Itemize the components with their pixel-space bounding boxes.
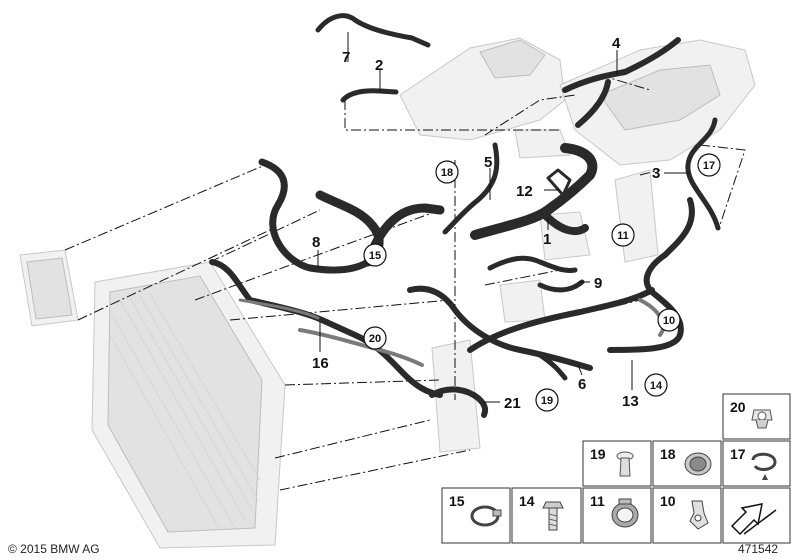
callout-16: 16: [312, 355, 329, 372]
copyright-text: © 2015 BMW AG: [8, 542, 100, 556]
legend-cell-19: [582, 440, 652, 487]
callout-8: 8: [312, 234, 320, 251]
callout-1: 1: [543, 231, 551, 248]
legend-cell-10: [652, 487, 722, 544]
svg-text:11: 11: [590, 493, 605, 509]
svg-text:17: 17: [730, 446, 746, 462]
svg-text:19: 19: [541, 395, 553, 407]
clamp-ring-icon: [611, 498, 639, 528]
assembly-lines: [64, 74, 746, 491]
callout-21: 21: [504, 395, 521, 412]
hex-bolt-icon: [542, 501, 564, 531]
leader-lines: [317, 32, 690, 403]
circled-callout-17: 17: [697, 153, 721, 177]
svg-text:10: 10: [660, 493, 676, 509]
circled-callout-20: 20: [363, 326, 387, 350]
hose-clamp-icon: [684, 452, 712, 476]
svg-text:11: 11: [617, 230, 629, 242]
circled-callout-14: 14: [644, 373, 668, 397]
legend-cell-14: [511, 487, 582, 544]
callout-12: 12: [516, 183, 533, 200]
callout-3: 3: [652, 165, 660, 182]
hoses: [209, 13, 721, 418]
svg-text:17: 17: [703, 160, 715, 172]
callout-7: 7: [342, 49, 350, 66]
callout-5: 5: [484, 154, 492, 171]
circled-callout-10: 10: [657, 308, 681, 332]
callout-13: 13: [622, 393, 639, 410]
svg-text:19: 19: [590, 446, 606, 462]
small-parts-legend: 20 19 18 17 15: [441, 393, 791, 544]
legend-cell-17: [722, 440, 791, 487]
push-rivet-icon: [616, 451, 634, 477]
circled-callout-15: 15: [363, 243, 387, 267]
callout-2: 2: [375, 57, 383, 74]
callout-6: 6: [578, 376, 586, 393]
svg-text:20: 20: [730, 399, 746, 415]
svg-text:20: 20: [369, 333, 381, 345]
circled-callout-18: 18: [435, 160, 459, 184]
legend-cell-arrow: [722, 487, 791, 544]
svg-text:10: 10: [663, 315, 675, 327]
bracket-clip-icon: [689, 500, 709, 530]
radiator: [91, 261, 286, 549]
direction-arrow-icon: [730, 503, 777, 536]
svg-text:14: 14: [650, 380, 663, 392]
circled-callout-11: 11: [611, 223, 635, 247]
spring-clip-icon: [751, 452, 777, 480]
clamp-band-icon: [470, 505, 502, 527]
circled-callouts: 17 18 11 15 10 20 14 19: [363, 153, 721, 412]
svg-text:15: 15: [449, 493, 465, 509]
callout-4: 4: [612, 35, 621, 52]
callout-9: 9: [594, 275, 602, 292]
svg-text:18: 18: [441, 167, 453, 179]
svg-text:15: 15: [369, 250, 381, 262]
svg-text:18: 18: [660, 446, 676, 462]
diagram-number: 471542: [738, 542, 778, 556]
circled-callout-19: 19: [535, 388, 559, 412]
auxiliary-radiator: [19, 249, 79, 327]
clip-icon: [751, 409, 773, 429]
svg-text:14: 14: [519, 493, 535, 509]
callout-numbers: 7 2 4 3 5 12 8 1 9 16 6 13 21: [312, 35, 660, 412]
